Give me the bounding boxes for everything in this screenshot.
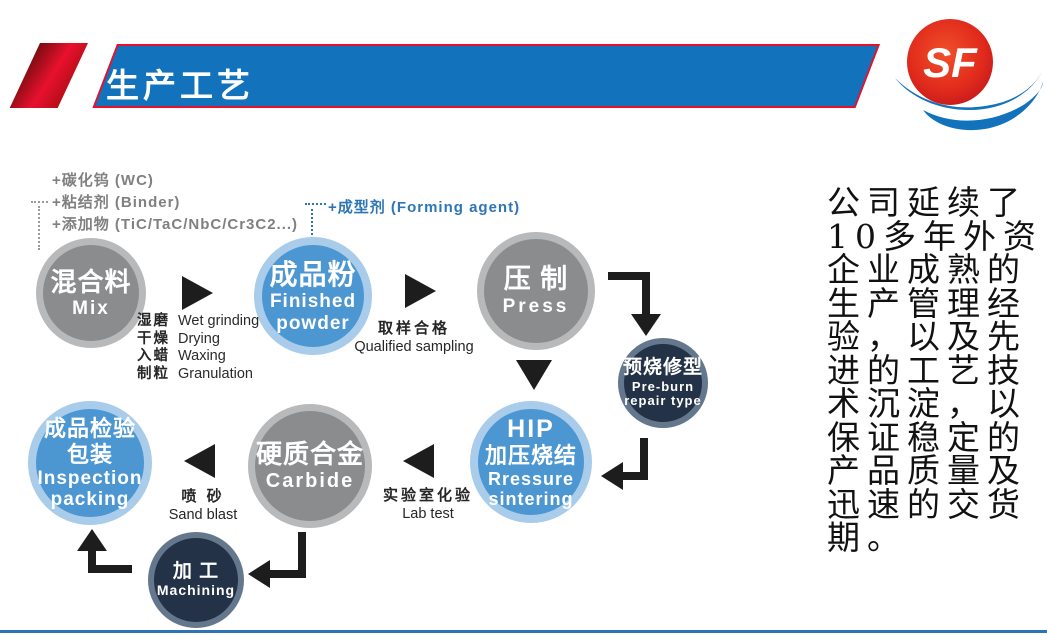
step-label-en: powder (276, 312, 350, 334)
process-step-machining: 加 工 Machining (148, 532, 244, 628)
label-zh: 取样合格 (377, 320, 450, 337)
elbow-arrowhead-left-icon (248, 560, 270, 588)
logo-swoosh-2 (923, 82, 1043, 131)
step-label-hip: HIP (507, 414, 555, 443)
arrow-powder-to-press-icon (405, 274, 436, 308)
annotation-additive: +添加物 (TiC/TaC/NbC/Cr3C2...) (52, 216, 299, 233)
step-label-zh: 混合料 (50, 267, 132, 298)
process-step-inspection-packing: 成品检验 包装 Inspection packing (28, 401, 152, 525)
header-red-accent-shape (9, 43, 88, 108)
mix-process-steps: 湿磨 Wet grinding 干燥 Drying 入蜡 Waxing 制粒 Granu… (137, 313, 259, 383)
step-zh: 干燥 (137, 330, 170, 347)
step-label-en: Rressure (487, 468, 575, 489)
elbow-arrowhead-up-icon (77, 529, 107, 551)
step-en: Waxing (178, 348, 226, 364)
elbow-machining-to-inspection (88, 551, 132, 573)
step-label-en: Press (502, 296, 570, 318)
label-zh: 实验室化验 (382, 487, 473, 504)
step-label-zh: 压 制 (503, 264, 569, 295)
step-row: 干燥 Drying (137, 331, 259, 349)
step-label-zh: 加 工 (172, 560, 220, 582)
annotation-binder: +粘结剂 (Binder) (52, 194, 181, 211)
process-step-press: 压 制 Press (477, 232, 595, 350)
arrow-hip-to-carbide-icon (403, 444, 434, 478)
step-label-en: Inspection (37, 467, 143, 489)
page-title: 生产工艺 (106, 67, 254, 104)
logo-text: SF (923, 39, 978, 86)
label-qualified-sampling: 取样合格 Qualified sampling (349, 317, 479, 355)
step-zh: 制粒 (137, 365, 170, 382)
step-label-zh: 硬质合金 (255, 439, 364, 470)
step-row: 湿磨 Wet grinding (137, 313, 259, 331)
process-step-preburn: 预烧修型 Pre-burn repair type (618, 338, 708, 428)
annotation-forming-agent: +成型剂 (Forming agent) (328, 199, 521, 216)
step-row: 入蜡 Waxing (137, 348, 259, 366)
step-label-zh: 成品粉 (269, 259, 357, 291)
step-label-en: packing (50, 488, 130, 510)
elbow-press-to-preburn (608, 272, 650, 318)
label-en: Sand blast (168, 507, 238, 523)
label-en: Qualified sampling (354, 339, 474, 355)
label-lab-test: 实验室化验 Lab test (368, 484, 488, 522)
elbow-preburn-to-hip (620, 438, 648, 480)
elbow-arrowhead-down-icon (631, 314, 661, 336)
step-label-zh: 加压烧结 (484, 442, 577, 468)
arrow-press-to-hip-icon (516, 360, 552, 390)
step-label-en: Pre-burn (631, 378, 695, 394)
step-label-en: Mix (72, 297, 110, 319)
dotted-connector (31, 201, 48, 203)
step-en: Wet grinding (178, 313, 260, 329)
bottom-divider (0, 630, 1047, 633)
elbow-arrowhead-left-icon (601, 462, 623, 490)
label-en: Lab test (402, 506, 454, 522)
logo-circle (907, 19, 993, 105)
annotation-carbide-wc: +碳化钨 (WC) (52, 172, 154, 189)
step-label-en: Finished (269, 291, 357, 313)
step-zh: 入蜡 (137, 348, 170, 364)
process-step-mix: 混合料 Mix (36, 238, 146, 348)
step-label-zh: 包装 (66, 441, 113, 467)
step-label-zh: 成品检验 (43, 415, 136, 441)
step-label-zh: 预烧修型 (623, 357, 704, 379)
dotted-connector-blue (305, 203, 326, 205)
step-label-en: Carbide (265, 470, 355, 493)
company-logo: SF (895, 19, 1043, 131)
dotted-connector-blue (311, 209, 313, 239)
step-label-en: repair type (624, 393, 702, 409)
step-label-en: Machining (156, 582, 236, 599)
step-label-en: sintering (488, 488, 574, 509)
process-step-hip-sintering: HIP 加压烧结 Rressure sintering (470, 401, 592, 523)
arrow-mix-to-powder-icon (182, 276, 213, 310)
elbow-carbide-to-machining (266, 532, 306, 578)
step-en: Drying (178, 330, 220, 347)
process-step-finished-powder: 成品粉 Finished powder (254, 237, 372, 355)
description-text: 公司延续了10多年外资企业成熟的生产管理经验，以及先进的工艺技术沉淀，以保证稳定… (827, 183, 1043, 557)
step-zh: 湿磨 (137, 313, 170, 329)
step-en: Granulation (178, 365, 253, 382)
label-sand-blast: 喷 砂 Sand blast (143, 485, 263, 523)
step-row: 制粒 Granulation (137, 366, 259, 384)
arrow-carbide-to-inspection-icon (184, 444, 215, 478)
dotted-connector (38, 206, 40, 250)
label-zh: 喷 砂 (181, 488, 225, 505)
process-step-carbide: 硬质合金 Carbide (248, 404, 372, 528)
